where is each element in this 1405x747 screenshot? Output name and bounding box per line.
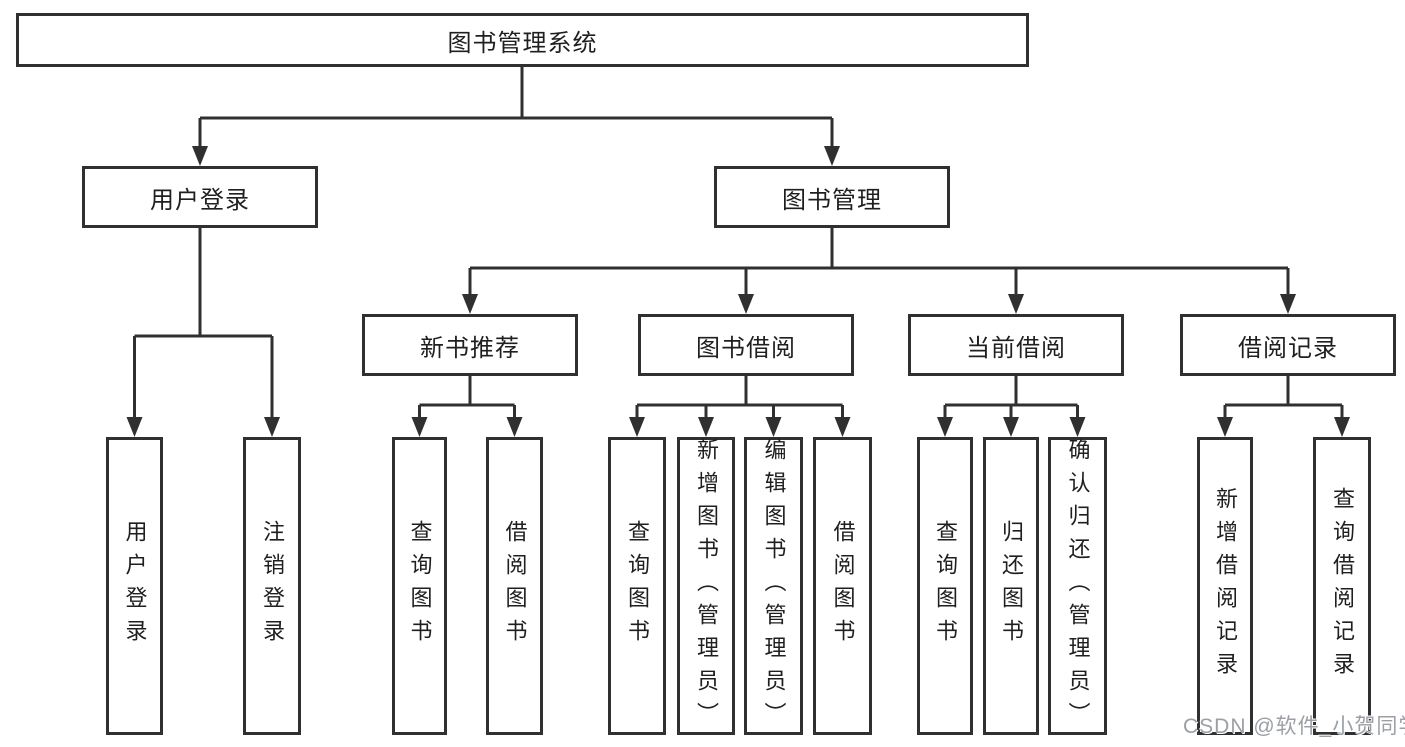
node-book-borrowing-label: 图书借阅 <box>696 334 796 362</box>
node-leaf-logout-label: 注销登录 <box>260 520 285 652</box>
node-root: 图书管理系统 <box>16 13 1029 67</box>
node-leaf-query-books-borrowing-label: 查询图书 <box>625 520 650 652</box>
node-leaf-query-borrow-record: 查询借阅记录 <box>1313 437 1371 735</box>
node-book-management: 图书管理 <box>714 166 950 228</box>
node-leaf-add-book-admin-label: 新增图书（管理员） <box>694 437 719 735</box>
node-leaf-return-books-label: 归还图书 <box>999 520 1024 652</box>
node-leaf-query-books-recommend-label: 查询图书 <box>407 520 433 652</box>
node-current-borrowing: 当前借阅 <box>908 314 1124 376</box>
node-leaf-borrow-books-borrowing-label: 借阅图书 <box>830 520 856 652</box>
node-leaf-edit-book-admin: 编辑图书（管理员） <box>744 437 803 735</box>
watermark: CSDN @软件_小贺同学 <box>1183 715 1405 738</box>
node-borrowing-records: 借阅记录 <box>1180 314 1396 376</box>
node-leaf-query-books-current-label: 查询图书 <box>933 520 958 652</box>
node-leaf-add-borrow-record: 新增借阅记录 <box>1197 437 1253 735</box>
node-new-book-recommend-label: 新书推荐 <box>420 334 520 362</box>
node-leaf-confirm-return-admin: 确认归还（管理员） <box>1048 437 1107 735</box>
node-user-login: 用户登录 <box>82 166 318 228</box>
node-new-book-recommend: 新书推荐 <box>362 314 578 376</box>
node-book-management-label: 图书管理 <box>782 186 882 214</box>
node-leaf-query-borrow-record-label: 查询借阅记录 <box>1330 487 1355 685</box>
node-leaf-add-book-admin: 新增图书（管理员） <box>677 437 735 735</box>
node-leaf-logout: 注销登录 <box>243 437 301 735</box>
node-leaf-borrow-books-recommend-label: 借阅图书 <box>502 520 528 652</box>
node-leaf-query-books-borrowing: 查询图书 <box>608 437 666 735</box>
node-leaf-borrow-books-recommend: 借阅图书 <box>486 437 543 735</box>
node-leaf-borrow-books-borrowing: 借阅图书 <box>813 437 872 735</box>
node-leaf-return-books: 归还图书 <box>983 437 1039 735</box>
node-leaf-query-books-current: 查询图书 <box>917 437 973 735</box>
node-root-label: 图书管理系统 <box>447 29 598 57</box>
node-leaf-query-books-recommend: 查询图书 <box>392 437 447 735</box>
node-leaf-user-login-label: 用户登录 <box>122 520 148 652</box>
node-leaf-add-borrow-record-label: 新增借阅记录 <box>1213 487 1238 685</box>
node-leaf-user-login: 用户登录 <box>106 437 163 735</box>
node-current-borrowing-label: 当前借阅 <box>966 334 1066 362</box>
node-leaf-confirm-return-admin-label: 确认归还（管理员） <box>1065 437 1091 735</box>
node-book-borrowing: 图书借阅 <box>638 314 854 376</box>
node-leaf-edit-book-admin-label: 编辑图书（管理员） <box>761 437 787 735</box>
node-user-login-label: 用户登录 <box>150 186 250 214</box>
node-borrowing-records-label: 借阅记录 <box>1238 334 1338 362</box>
